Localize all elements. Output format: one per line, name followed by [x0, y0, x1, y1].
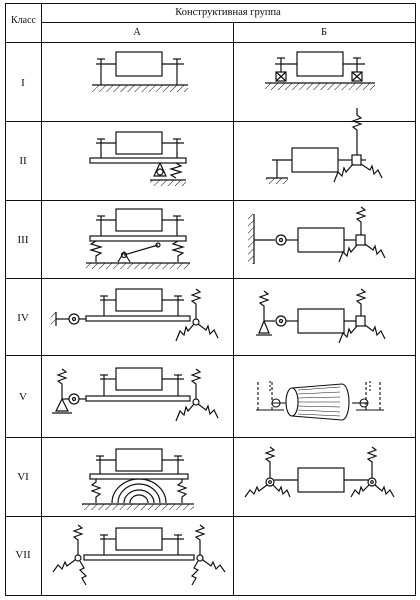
diagram-V-A: [52, 367, 219, 422]
row-class-label: IV: [17, 312, 29, 324]
row-class-label: VI: [17, 471, 29, 483]
row-class-label: II: [19, 155, 27, 167]
header-class-label: Класс: [11, 15, 36, 26]
diagram-II-A: [89, 131, 187, 186]
row-class-label: VII: [15, 549, 31, 561]
diagram-VI-A: [82, 448, 194, 510]
diagram-VII-A: [52, 524, 226, 586]
diagram-III-A: [86, 208, 190, 269]
row-class-label: I: [21, 77, 25, 89]
diagram-III-B: [248, 206, 386, 264]
row-class-label: V: [19, 391, 27, 403]
diagram-IV-B: [256, 288, 386, 344]
diagram-I-B: [265, 51, 375, 90]
column-b-header: Б: [320, 27, 328, 38]
diagram-I-A: [92, 51, 188, 92]
diagram-V-B: [256, 381, 384, 421]
diagram-II-B: [266, 108, 383, 184]
header-group-label: Конструктивная группа: [175, 7, 281, 18]
row-class-label: III: [17, 234, 29, 246]
diagram-VI-B: [244, 446, 395, 498]
column-a-header: А: [133, 27, 141, 38]
diagram-IV-A: [51, 288, 219, 342]
